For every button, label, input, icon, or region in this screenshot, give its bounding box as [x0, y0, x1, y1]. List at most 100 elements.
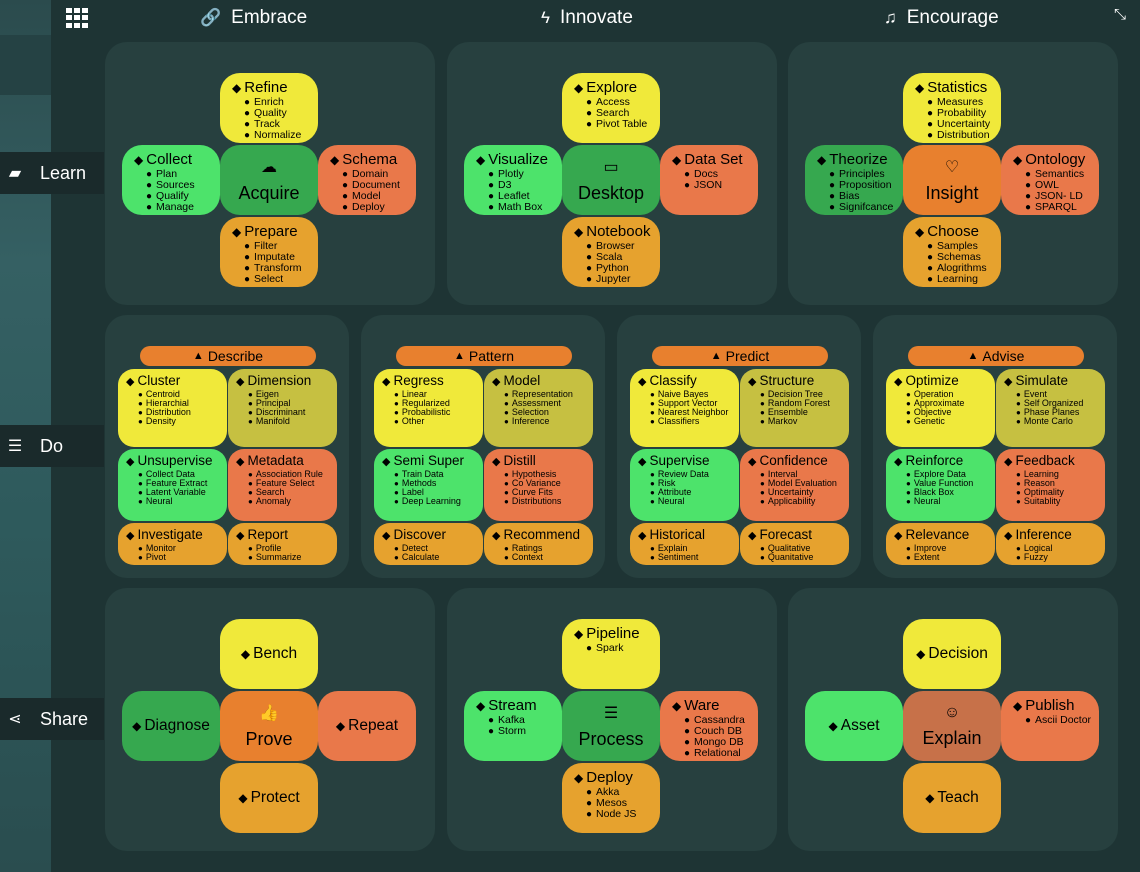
side-nav-share[interactable]: ⋖Share — [0, 698, 104, 740]
hub-icon: ▭ — [603, 158, 619, 176]
tile-refine[interactable]: ◆RefineEnrichQualityTrackNormalize — [220, 73, 318, 143]
tile-statistics[interactable]: ◆StatisticsMeasuresProbabilityUncertaint… — [903, 73, 1001, 143]
tile-decision[interactable]: ◆Decision — [903, 619, 1001, 689]
tile-report[interactable]: ◆ReportProfileSummarize — [228, 523, 337, 565]
tile-forecast[interactable]: ◆ForecastQualitativeQuanitative — [740, 523, 849, 565]
tile-investigate[interactable]: ◆InvestigateMonitorPivot — [118, 523, 227, 565]
tile-model[interactable]: ◆ModelRepresentationAssessmentSelectionI… — [484, 369, 593, 447]
tile-supervise[interactable]: ◆SuperviseReview DataRiskAttributeNeural — [630, 449, 739, 521]
share-icon: ⋖ — [8, 711, 22, 728]
tile-dimension[interactable]: ◆DimensionEigenPrincipalDiscriminantMani… — [228, 369, 337, 447]
tile-title: ◆Simulate — [1004, 373, 1105, 390]
tile-feedback[interactable]: ◆FeedbackLearningReasonOptimalitySuitabl… — [996, 449, 1105, 521]
tile-title: ◆Choose — [915, 223, 1001, 241]
tile-title-text: Refine — [244, 79, 288, 96]
section-header-advise[interactable]: ▲Advise — [908, 346, 1084, 366]
apps-grid-icon[interactable] — [66, 8, 90, 28]
hub-acquire[interactable]: ☁Acquire — [220, 145, 318, 215]
tile-notebook[interactable]: ◆NotebookBrowserScalaPythonJupyter — [562, 217, 660, 287]
tile-reinforce[interactable]: ◆ReinforceExplore DataValue FunctionBlac… — [886, 449, 995, 521]
tile-recommend[interactable]: ◆RecommendRatingsContext — [484, 523, 593, 565]
tile-bench[interactable]: ◆Bench — [220, 619, 318, 689]
tile-metadata[interactable]: ◆MetadataAssociation RuleFeature SelectS… — [228, 449, 337, 521]
tile-teach[interactable]: ◆Teach — [903, 763, 1001, 833]
tile-cluster[interactable]: ◆ClusterCentroidHierarchialDistributionD… — [118, 369, 227, 447]
tile-historical[interactable]: ◆HistoricalExplainSentiment — [630, 523, 739, 565]
tile-title: ◆Feedback — [1004, 453, 1105, 470]
tile-stream[interactable]: ◆StreamKafkaStorm — [464, 691, 562, 761]
tile-title-text: Pipeline — [586, 625, 640, 642]
hub-explain[interactable]: ☺Explain — [903, 691, 1001, 761]
tile-pipeline[interactable]: ◆PipelineSpark — [562, 619, 660, 689]
tile-item: Access — [586, 97, 660, 108]
tile-explore[interactable]: ◆ExploreAccessSearchPivot Table — [562, 73, 660, 143]
tile-choose[interactable]: ◆ChooseSamplesSchemasAlogrithmsLearning — [903, 217, 1001, 287]
tile-semi-super[interactable]: ◆Semi SuperTrain DataMethodsLabelDeep Le… — [374, 449, 483, 521]
tile-collect[interactable]: ◆CollectPlanSourcesQualifyManage — [122, 145, 220, 215]
tile-item: Latent Variable — [138, 488, 227, 497]
tile-item-list: FilterImputateTransformSelect — [232, 241, 318, 285]
tile-publish[interactable]: ◆PublishAscii Doctor — [1001, 691, 1099, 761]
tile-ontology[interactable]: ◆OntologySemanticsOWLJSON- LDSPARQL — [1001, 145, 1099, 215]
tile-title: ◆Regress — [382, 373, 483, 390]
tile-protect[interactable]: ◆Protect — [220, 763, 318, 833]
tile-unsupervise[interactable]: ◆UnsuperviseCollect DataFeature ExtractL… — [118, 449, 227, 521]
tile-regress[interactable]: ◆RegressLinearRegularizedProbabilisticOt… — [374, 369, 483, 447]
tile-title-text: Simulate — [1015, 373, 1068, 388]
tile-repeat[interactable]: ◆Repeat — [318, 691, 416, 761]
tile-item: Sentiment — [650, 553, 739, 562]
tile-title: ◆Visualize — [476, 151, 562, 169]
tile-ware[interactable]: ◆WareCassandraCouch DBMongo DBRelational — [660, 691, 758, 761]
hub-insight[interactable]: ♡Insight — [903, 145, 1001, 215]
tile-discover[interactable]: ◆DiscoverDetectCalculate — [374, 523, 483, 565]
tile-optimize[interactable]: ◆OptimizeOperationApproximateObjectiveGe… — [886, 369, 995, 447]
tile-title: ◆Collect — [134, 151, 220, 169]
tile-item: Density — [138, 417, 227, 426]
tile-asset[interactable]: ◆Asset — [805, 691, 903, 761]
tile-item-list: EigenPrincipalDiscriminantManifold — [236, 390, 337, 426]
tile-title: ◆Distill — [492, 453, 593, 470]
side-nav-learn[interactable]: ▰Learn — [0, 152, 104, 194]
tile-distill[interactable]: ◆DistillHypothesisCo VarianceCurve FitsD… — [484, 449, 593, 521]
tile-item: Jupyter — [586, 274, 660, 285]
section-header-describe[interactable]: ▲Describe — [140, 346, 316, 366]
tile-schema[interactable]: ◆SchemaDomainDocumentModelDeploy — [318, 145, 416, 215]
tile-item: OWL — [1025, 180, 1099, 191]
schema-icon: ◆ — [330, 153, 340, 167]
tile-item-list: Spark — [574, 643, 660, 654]
tile-data-set[interactable]: ◆Data SetDocsJSON — [660, 145, 758, 215]
section-header-predict[interactable]: ▲Predict — [652, 346, 828, 366]
tile-structure[interactable]: ◆StructureDecision TreeRandom ForestEnse… — [740, 369, 849, 447]
section-header-pattern[interactable]: ▲Pattern — [396, 346, 572, 366]
tile-prepare[interactable]: ◆PrepareFilterImputateTransformSelect — [220, 217, 318, 287]
tile-title: ◆Structure — [748, 373, 849, 390]
hub-prove[interactable]: 👍Prove — [220, 691, 318, 761]
hub-icon: ♡ — [944, 158, 960, 176]
tile-title-text: Publish — [1025, 697, 1075, 714]
tile-title-text: Diagnose — [144, 717, 210, 734]
tile-visualize[interactable]: ◆VisualizePlotlyD3LeafletMath Box — [464, 145, 562, 215]
collapse-icon[interactable]: ⤡ — [1114, 6, 1127, 23]
column-header-encourage[interactable]: ♫Encourage — [884, 7, 999, 28]
tile-item: SPARQL — [1025, 202, 1099, 213]
tile-title-text: Supervise — [649, 453, 710, 468]
tile-diagnose[interactable]: ◆Diagnose — [122, 691, 220, 761]
tile-item-list: PrinciplesPropositionBiasSignifcance — [817, 169, 903, 213]
tile-simulate[interactable]: ◆SimulateEventSelf OrganizedPhase Planes… — [996, 369, 1105, 447]
tile-deploy[interactable]: ◆DeployAkkaMesosNode JS — [562, 763, 660, 833]
tile-theorize[interactable]: ◆TheorizePrinciplesPropositionBiasSignif… — [805, 145, 903, 215]
tile-relevance[interactable]: ◆RelevanceImproveExtent — [886, 523, 995, 565]
tile-item: Support Vector — [650, 399, 739, 408]
tile-classify[interactable]: ◆ClassifyNaive BayesSupport VectorNeares… — [630, 369, 739, 447]
hub-process[interactable]: ☰Process — [562, 691, 660, 761]
bench-icon: ◆ — [240, 647, 251, 661]
tile-inference[interactable]: ◆InferenceLogicalFuzzy — [996, 523, 1105, 565]
tile-confidence[interactable]: ◆ConfidenceIntervalModel EvaluationUncer… — [740, 449, 849, 521]
tile-item: Self Organized — [1016, 399, 1105, 408]
hub-desktop[interactable]: ▭Desktop — [562, 145, 660, 215]
side-nav-do[interactable]: ☰Do — [0, 425, 104, 467]
tile-item: Pivot Table — [586, 119, 660, 130]
tile-item: Manifold — [248, 417, 337, 426]
column-header-embrace[interactable]: 🔗Embrace — [200, 7, 308, 28]
